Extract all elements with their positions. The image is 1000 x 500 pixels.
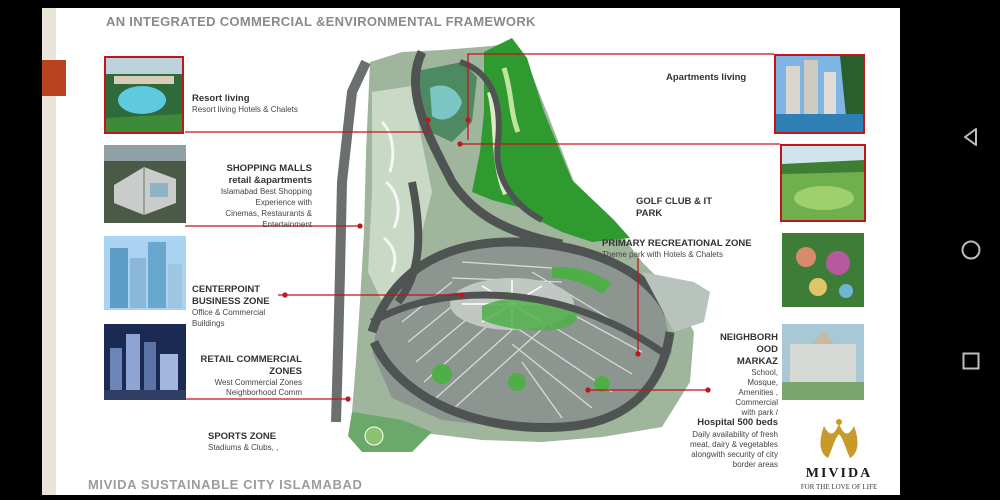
master-plan-map	[331, 38, 710, 452]
retail-title-2: ZONES	[269, 366, 302, 377]
shopping-title-1: SHOPPING MALLS	[226, 163, 312, 174]
centerpoint-desc-2: Buildings	[192, 319, 225, 328]
slide-left-edge	[42, 8, 56, 495]
shopping-desc-4: Entertainment	[262, 220, 312, 229]
retail-desc-1: West Commercial Zones	[214, 378, 302, 387]
theme-park-photo	[782, 233, 864, 307]
home-icon	[961, 240, 981, 260]
recreational-desc: Theme park with Hotels & Chalets	[602, 250, 723, 259]
resort-title: Resort living	[192, 93, 250, 104]
back-icon	[964, 128, 977, 146]
sports-desc: Stadiums & Clubs, ,	[208, 443, 279, 452]
hospital-desc-2: meat, dairy & vegetables	[689, 440, 778, 449]
logo-name: MIVIDA	[805, 466, 873, 481]
markaz-title-2: OOD	[756, 344, 778, 355]
retail-commercial-photo	[104, 324, 186, 400]
annotation-lines	[185, 53, 780, 402]
markaz-title-3: MARKAZ	[736, 356, 778, 367]
hospital-desc-1: Daily availability of fresh	[692, 430, 778, 439]
presentation-slide: AN INTEGRATED COMMERCIAL &ENVIRONMENTAL …	[42, 8, 900, 495]
logo-tagline: FOR THE LOVE OF LIFE	[800, 483, 878, 491]
markaz-desc-5: with park /	[741, 408, 778, 417]
centerpoint-desc-1: Office & Commercial	[192, 308, 266, 317]
retail-desc-2: Neighborhood Comm	[225, 388, 302, 397]
sports-title: SPORTS ZONE	[208, 431, 277, 442]
centerpoint-title-2: BUSINESS ZONE	[192, 296, 270, 307]
shopping-mall-photo	[104, 145, 186, 223]
markaz-desc-1: School,	[751, 368, 778, 377]
shopping-desc-2: Experience with	[255, 198, 312, 207]
mivida-monogram-icon	[820, 419, 858, 458]
recents-button[interactable]	[956, 346, 986, 376]
apartments-photo	[774, 54, 865, 134]
hospital-title: Hospital 500 beds	[697, 417, 778, 428]
golf-course-photo	[780, 144, 866, 222]
shopping-desc-1: Islamabad Best Shopping	[220, 187, 312, 196]
hospital-desc-4: border areas	[732, 460, 778, 469]
slide-accent-tab	[42, 60, 66, 96]
mivida-logo: MIVIDA FOR THE LOVE OF LIFE	[784, 414, 900, 495]
home-button[interactable]	[956, 235, 986, 265]
resort-photo	[104, 56, 184, 134]
android-navigation-bar	[902, 0, 1000, 500]
golf-title-1: GOLF CLUB & IT	[636, 196, 712, 207]
markaz-photo	[782, 324, 864, 400]
shopping-title-2: retail &apartments	[228, 175, 312, 186]
recents-icon	[962, 352, 980, 370]
shopping-desc-3: Cinemas, Restaurants &	[225, 209, 312, 218]
slide-title: AN INTEGRATED COMMERCIAL &ENVIRONMENTAL …	[106, 14, 536, 29]
retail-title-1: RETAIL COMMERCIAL	[200, 354, 302, 365]
resort-desc: Resort living Hotels & Chalets	[192, 105, 298, 114]
recreational-title: PRIMARY RECREATIONAL ZONE	[602, 238, 752, 249]
centerpoint-title-1: CENTERPOINT	[192, 284, 261, 295]
business-towers-photo	[104, 236, 186, 310]
slide-footer: MIVIDA SUSTAINABLE CITY ISLAMABAD	[88, 477, 363, 492]
markaz-title-1: NEIGHBORH	[719, 332, 778, 343]
markaz-desc-2: Mosque,	[747, 378, 778, 387]
markaz-desc-3: Amenities ,	[738, 388, 778, 397]
hospital-desc-3: alongwith security of city	[691, 450, 778, 459]
apartments-title: Apartments living	[666, 72, 747, 83]
back-button[interactable]	[956, 122, 986, 152]
markaz-desc-4: Commercial	[735, 398, 778, 407]
golf-title-2: PARK	[636, 208, 663, 219]
